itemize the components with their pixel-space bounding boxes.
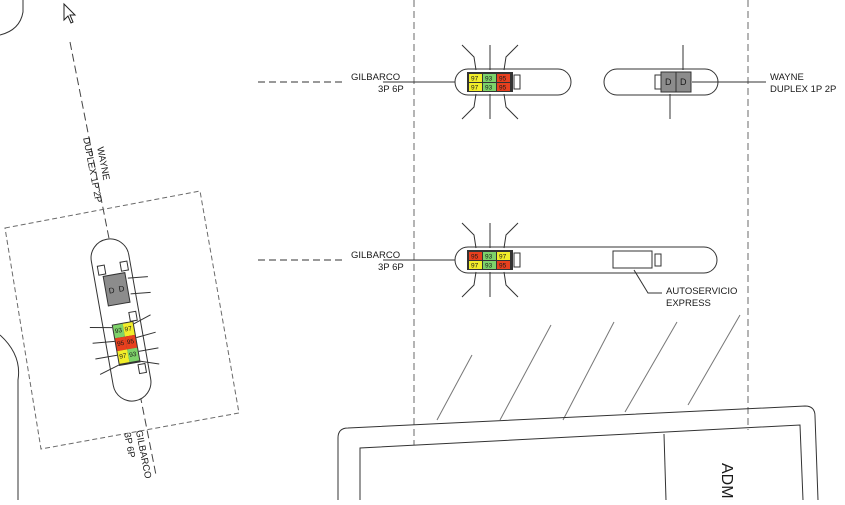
island-top-gilbarco: GILBARCO 3P 6P 97 93 95 97 93 95 [258, 44, 572, 120]
grade-text: 97 [124, 325, 133, 333]
grade-cell-97 [122, 322, 135, 337]
bollard [119, 260, 130, 272]
wayne-rotated-label-group: WAYNE DUPLEX 1P 2P [80, 136, 111, 203]
grade-text: 93 [485, 76, 493, 83]
grade-cell-93 [483, 74, 496, 82]
grade-cell-95 [497, 261, 510, 269]
gilbarco-mid-sub: 3P 6P [378, 262, 404, 273]
grade-cell-93 [127, 347, 140, 363]
grade-text: 93 [114, 327, 123, 335]
grade-cell-97 [497, 252, 510, 260]
grade-cell-95 [497, 74, 510, 82]
grade-text: 97 [471, 85, 479, 92]
building-outline [337, 405, 819, 501]
grade-cell-97 [469, 261, 482, 269]
grade-cell-95 [469, 252, 482, 260]
island-rotated-outline [90, 238, 152, 402]
island-top-wayne: D D WAYNE DUPLEX 1P 2P [603, 45, 836, 119]
bollard [96, 264, 107, 276]
bollard [654, 253, 662, 267]
dispenser-letter: D [665, 77, 672, 87]
grade-cell-93 [483, 83, 496, 91]
rotated-canopy-outline [4, 190, 240, 450]
grade-cell-93 [112, 323, 125, 339]
grade-text: 93 [129, 351, 138, 359]
grade-cell-97 [117, 349, 130, 364]
grade-cell-97 [469, 74, 482, 82]
grade-cell-95 [497, 83, 510, 91]
wayne-dispenser-rotated [102, 272, 131, 307]
grade-cell-93 [483, 261, 496, 269]
express-label: EXPRESS [666, 298, 711, 309]
bollard [513, 74, 521, 90]
gilbarco-rotated-sub: 3P 6P [121, 432, 137, 459]
autoservicio-label: AUTOSERVICIO [666, 286, 737, 297]
grade-cell-97 [469, 83, 482, 91]
grade-text: 93 [485, 254, 493, 261]
building-label: ADMI [718, 463, 735, 500]
dispenser-letter: D [118, 284, 125, 294]
grade-text: 93 [485, 263, 493, 270]
wayne-right-sub: DUPLEX 1P 2P [770, 84, 836, 95]
grade-text: 95 [499, 85, 507, 92]
grade-cell-93 [483, 252, 496, 260]
grade-text: 95 [471, 254, 479, 261]
dispenser-letter: D [680, 77, 687, 87]
grade-text: 95 [499, 263, 507, 270]
hoses-top [461, 44, 519, 120]
wayne-right-label: WAYNE [770, 72, 804, 83]
island-rotated: D D 93 95 97 97 95 93 [89, 238, 160, 402]
grade-text: 95 [126, 338, 135, 346]
grade-text: 95 [499, 76, 507, 83]
dispenser-letter: D [108, 286, 115, 296]
island-mid-gilbarco: GILBARCO 3P 6P 95 93 97 97 93 95 AUTOSER… [258, 222, 737, 309]
grade-text: 93 [485, 85, 493, 92]
autoservicio-leader [633, 269, 662, 294]
left-curb-boundary [0, 334, 20, 500]
grade-text: 97 [119, 353, 128, 361]
grade-text: 97 [471, 263, 479, 270]
grade-text: 97 [471, 76, 479, 83]
bollard [654, 74, 662, 90]
hoses-mid [461, 222, 519, 298]
grade-text: 97 [499, 254, 507, 261]
bollard [128, 310, 138, 322]
grade-cell-95 [115, 336, 128, 352]
grade-text: 95 [117, 340, 126, 348]
gilbarco-mid-label: GILBARCO [351, 250, 400, 261]
gilbarco-top-sub: 3P 6P [378, 84, 404, 95]
grade-cell-95 [124, 334, 138, 350]
express-unit [612, 250, 653, 269]
gilbarco-top-label: GILBARCO [351, 72, 400, 83]
top-left-boundary [0, 0, 24, 36]
parking-stripes [436, 314, 741, 421]
arrow-cursor-icon [63, 2, 77, 24]
bollard [137, 362, 148, 375]
bollard [513, 252, 521, 268]
